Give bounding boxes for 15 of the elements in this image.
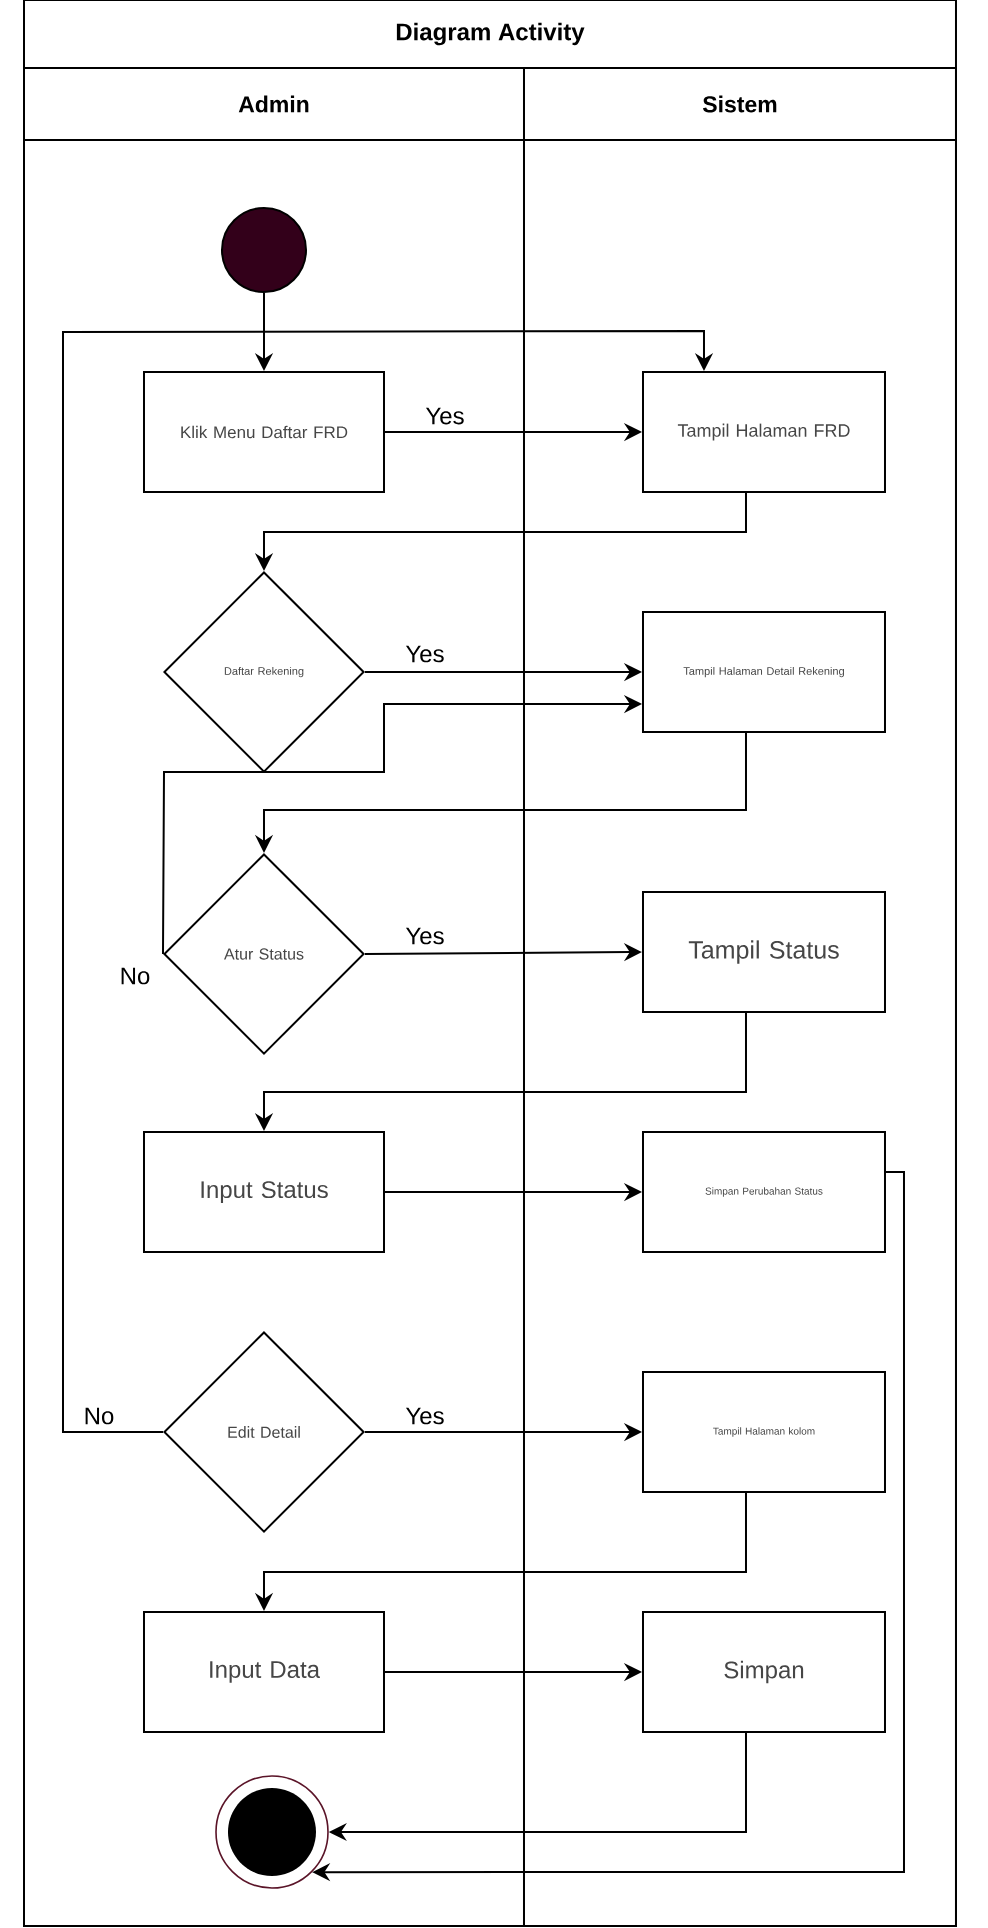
action-box: Simpan: [642, 1611, 886, 1733]
arrow: [62, 330, 714, 1433]
edge-label: Yes: [403, 1405, 447, 1427]
start-node: [221, 207, 307, 293]
edge-label: Yes: [403, 925, 447, 947]
action-box: Input Status: [143, 1131, 385, 1253]
edge-label: Yes: [423, 405, 467, 427]
action-box: Input Data: [143, 1611, 385, 1733]
action-box: Tampil Status: [642, 891, 886, 1013]
edge-label: No: [117, 965, 153, 987]
edge-label: Yes: [403, 643, 447, 665]
end-node: [215, 1775, 329, 1889]
action-box: Klik Menu Daftar FRD: [143, 371, 385, 493]
action-box: Tampil Halaman FRD: [642, 371, 886, 493]
edge-label: No: [81, 1405, 117, 1427]
